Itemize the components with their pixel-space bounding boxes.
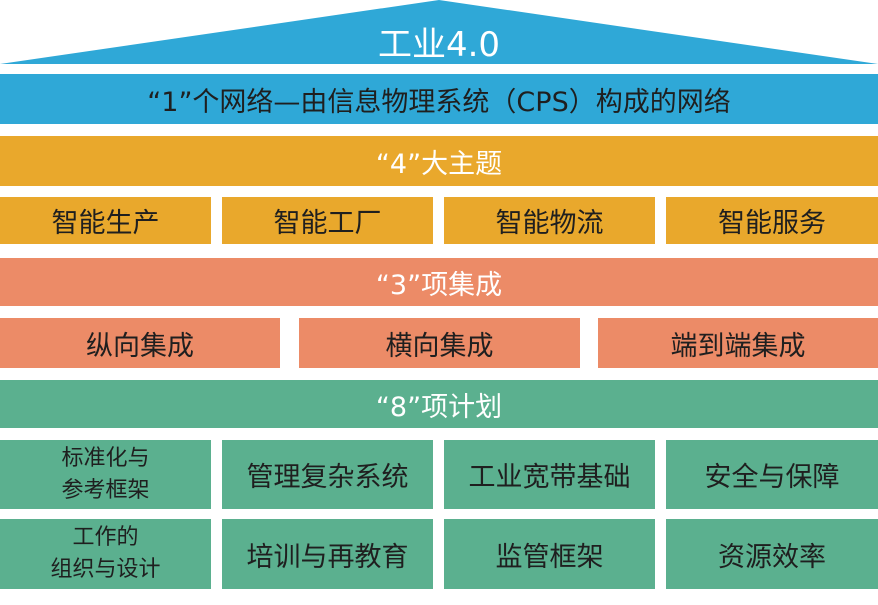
plan-item-standardization: 标准化与 参考框架: [0, 440, 211, 509]
roof-shape: [0, 0, 878, 64]
integration-item-end-to-end: 端到端集成: [598, 318, 878, 368]
integrations-heading: “3”项集成: [0, 258, 878, 306]
integration-item-horizontal: 横向集成: [299, 318, 580, 368]
theme-item-smart-logistics: 智能物流: [444, 197, 655, 244]
theme-item-smart-factory: 智能工厂: [222, 197, 433, 244]
theme-item-smart-production: 智能生产: [0, 197, 211, 244]
plan-item-regulatory-framework: 监管框架: [444, 519, 655, 589]
plan-item-broadband: 工业宽带基础: [444, 440, 655, 509]
plans-heading: “8”项计划: [0, 380, 878, 428]
plan-item-line: 工作的: [72, 525, 139, 550]
plan-item-complex-systems: 管理复杂系统: [222, 440, 433, 509]
themes-heading: “4”大主题: [0, 136, 878, 186]
plan-item-line: 参考框架: [61, 477, 150, 503]
roof-title: 工业4.0: [377, 24, 501, 65]
network-band: “1”个网络—由信息物理系统（CPS）构成的网络: [0, 74, 878, 124]
theme-item-smart-services: 智能服务: [666, 197, 878, 244]
integration-item-vertical: 纵向集成: [0, 318, 280, 368]
plan-item-work-organization: 工作的 组织与设计: [0, 519, 211, 589]
plan-item-safety-security: 安全与保障: [666, 440, 878, 509]
plan-item-resource-efficiency: 资源效率: [666, 519, 878, 589]
plan-item-training: 培训与再教育: [222, 519, 433, 589]
plan-item-line: 标准化与: [61, 445, 150, 471]
plan-item-line: 组织与设计: [50, 557, 161, 582]
